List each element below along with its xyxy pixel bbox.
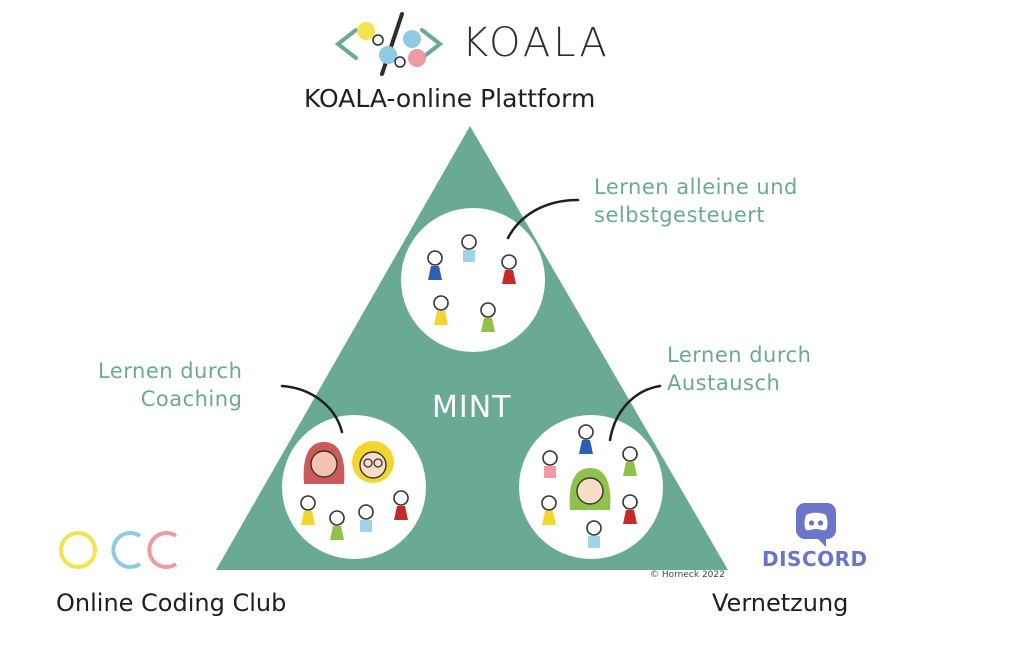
label-line: Lernen alleine und xyxy=(594,175,798,199)
corner-label-right: Vernetzung xyxy=(712,589,849,617)
coach-face-red-icon xyxy=(303,442,345,484)
figure-icon xyxy=(358,504,374,532)
brand-title: KOALA xyxy=(462,20,610,66)
figure-icon xyxy=(433,295,449,325)
figure-icon xyxy=(541,495,557,525)
connector-top xyxy=(506,198,580,240)
coach-face-green-icon xyxy=(569,468,611,510)
figure-icon xyxy=(427,250,443,280)
connector-left xyxy=(280,384,344,434)
figure-icon xyxy=(622,494,638,524)
figure-icon xyxy=(578,424,594,454)
discord-wordmark: DISCORD xyxy=(762,547,868,571)
figure-icon xyxy=(300,495,316,525)
discord-icon xyxy=(796,503,836,547)
center-label: MINT xyxy=(432,390,512,425)
copyright: © Horneck 2022 xyxy=(650,570,725,580)
corner-label-left: Online Coding Club xyxy=(56,589,287,617)
figure-icon xyxy=(329,510,345,540)
label-exchange: Lernen durch Austausch xyxy=(667,341,811,397)
occ-logo-icon xyxy=(59,531,178,569)
figure-icon xyxy=(542,450,558,478)
connector-right xyxy=(608,384,662,442)
circle-self-learning xyxy=(401,208,545,352)
platform-title: KOALA-online Plattform xyxy=(304,84,596,113)
figure-icon xyxy=(461,234,477,262)
label-line: Coaching xyxy=(140,387,243,411)
figure-icon xyxy=(393,490,409,520)
figure-icon xyxy=(501,254,517,284)
label-line: Lernen durch xyxy=(667,343,812,367)
figure-icon xyxy=(622,446,638,476)
label-coaching: Lernen durch Coaching xyxy=(98,357,242,413)
label-line: Austausch xyxy=(667,371,781,395)
label-self-learning: Lernen alleine und selbstgesteuert xyxy=(594,173,798,229)
circle-coaching xyxy=(282,415,426,559)
koala-logo-icon xyxy=(334,12,444,76)
coach-face-yellow-icon xyxy=(352,441,394,483)
figure-icon xyxy=(586,520,602,548)
label-line: selbstgesteuert xyxy=(594,203,766,227)
label-line: Lernen durch xyxy=(98,359,243,383)
figure-icon xyxy=(480,302,496,332)
